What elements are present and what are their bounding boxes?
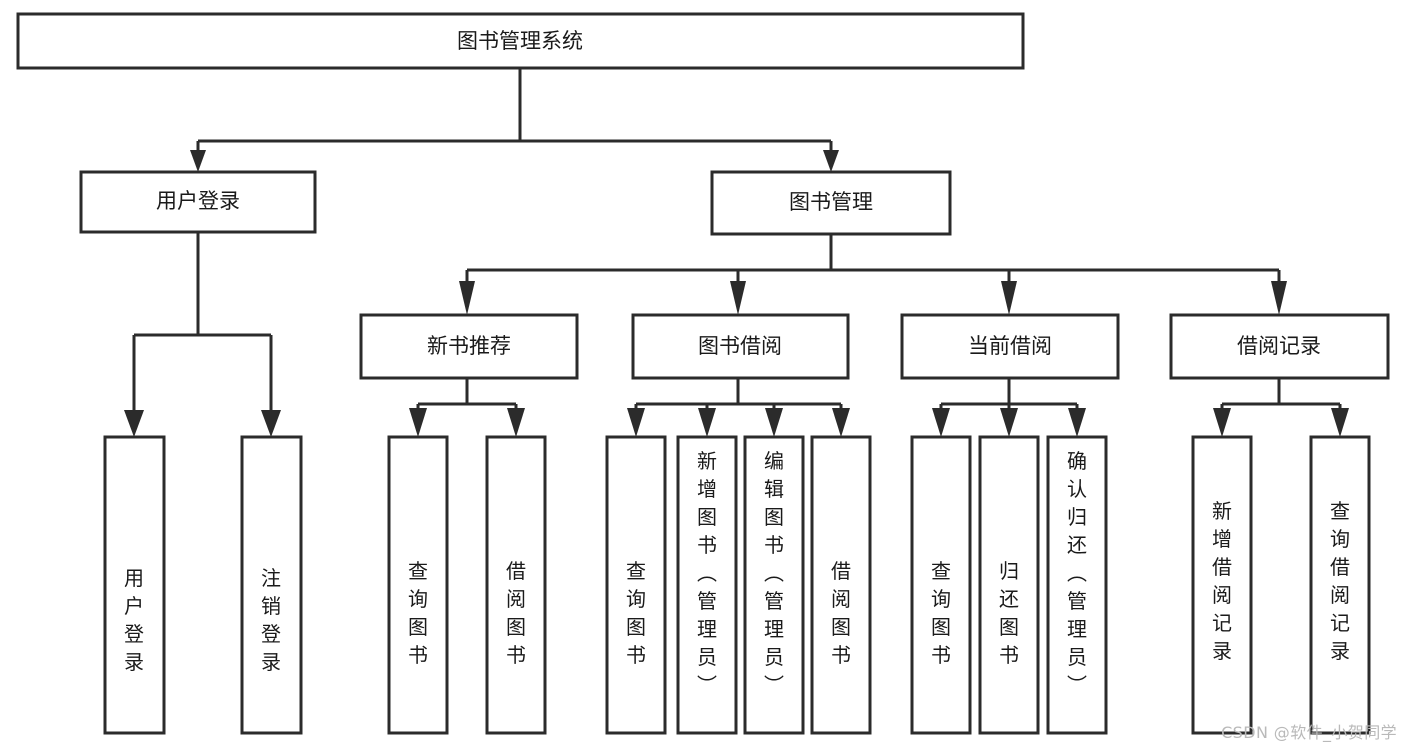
leaf-currentborrow-query-box[interactable] <box>910 435 972 735</box>
node-new-book-recommend-label: 新书推荐 <box>427 334 511 358</box>
arrow-head-book-borrow <box>730 281 746 315</box>
leaf-node[interactable]: 查询图书 <box>910 435 972 735</box>
arrow-head-leaf-user-login <box>124 410 144 437</box>
leaf-bookborrow-edit-box[interactable] <box>743 435 805 735</box>
leaf-borrowrecord-add-label: 新增借阅记录 <box>1212 499 1232 663</box>
arrow-head-borrow-record <box>1271 281 1287 315</box>
leaf-node[interactable]: 用户登录 <box>103 435 166 735</box>
leaf-bookborrow-borrow-label: 借阅图书 <box>831 559 851 667</box>
leaf-node[interactable]: 新增借阅记录 <box>1191 435 1253 735</box>
leaf-bookborrow-add-box[interactable] <box>676 435 738 735</box>
node-borrow-record[interactable]: 借阅记录 <box>1169 313 1390 380</box>
leaf-logout-label: 注销登录 <box>261 566 281 674</box>
leaf-borrowrecord-add-box[interactable] <box>1191 435 1253 735</box>
node-book-management[interactable]: 图书管理 <box>710 170 952 236</box>
arrow-head-borrowrecord-leaf-2 <box>1331 408 1349 437</box>
node-root-system[interactable]: 图书管理系统 <box>16 12 1025 70</box>
leaf-bookborrow-edit-label: 编辑图书︵管理员︶ <box>764 449 784 697</box>
arrow-head-newbook-leaf-2 <box>507 408 525 437</box>
leaf-bookborrow-borrow-box[interactable] <box>810 435 872 735</box>
leaf-node[interactable]: 注销登录 <box>240 435 303 735</box>
arrow-head-bookborrow-leaf-4 <box>832 408 850 437</box>
node-current-borrow[interactable]: 当前借阅 <box>900 313 1120 380</box>
arrow-head-book-mgmt <box>823 150 839 172</box>
arrow-head-new-book <box>459 281 475 315</box>
node-book-borrow[interactable]: 图书借阅 <box>631 313 850 380</box>
leaf-currentborrow-return-label: 归还图书 <box>999 559 1019 667</box>
node-user-login[interactable]: 用户登录 <box>79 170 317 234</box>
leaf-currentborrow-confirm-label: 确认归还︵管理员︶ <box>1067 449 1087 697</box>
leaf-borrowrecord-query-box[interactable] <box>1309 435 1371 735</box>
node-current-borrow-box[interactable] <box>900 313 1120 380</box>
leaf-node[interactable]: 新增图书︵管理员︶ <box>676 435 738 735</box>
node-user-login-label: 用户登录 <box>156 189 240 213</box>
arrow-head-leaf-logout <box>261 410 281 437</box>
leaf-node[interactable]: 查询借阅记录 <box>1309 435 1371 735</box>
leaf-newbook-query-label: 查询图书 <box>408 559 428 667</box>
leaf-user-login-box[interactable] <box>103 435 166 735</box>
leaf-bookborrow-query-label: 查询图书 <box>626 559 646 667</box>
leaf-node[interactable]: 归还图书 <box>978 435 1040 735</box>
leaf-node[interactable]: 查询图书 <box>387 435 449 735</box>
leaf-currentborrow-confirm-box[interactable] <box>1046 435 1108 735</box>
arrow-head-bookborrow-leaf-3 <box>765 408 783 437</box>
node-borrow-record-box[interactable] <box>1169 313 1390 380</box>
arrow-head-bookborrow-leaf-1 <box>627 408 645 437</box>
node-root-system-box[interactable] <box>16 12 1025 70</box>
leaf-node[interactable]: 查询图书 <box>605 435 667 735</box>
node-current-borrow-label: 当前借阅 <box>968 334 1052 358</box>
leaf-currentborrow-query-label: 查询图书 <box>931 559 951 667</box>
arrow-head-user-login <box>190 150 206 172</box>
node-borrow-record-label: 借阅记录 <box>1237 334 1321 358</box>
arrow-head-currentborrow-leaf-1 <box>932 408 950 437</box>
leaf-bookborrow-query-box[interactable] <box>605 435 667 735</box>
leaf-bookborrow-add-label: 新增图书︵管理员︶ <box>697 449 717 697</box>
leaf-node[interactable]: 编辑图书︵管理员︶ <box>743 435 805 735</box>
leaf-newbook-borrow-label: 借阅图书 <box>506 559 526 667</box>
leaf-logout-box[interactable] <box>240 435 303 735</box>
leaf-node[interactable]: 借阅图书 <box>485 435 547 735</box>
node-book-management-box[interactable] <box>710 170 952 236</box>
leaf-node[interactable]: 借阅图书 <box>810 435 872 735</box>
leaf-node[interactable]: 确认归还︵管理员︶ <box>1046 435 1108 735</box>
leaf-newbook-borrow-box[interactable] <box>485 435 547 735</box>
arrow-head-currentborrow-leaf-3 <box>1068 408 1086 437</box>
arrow-head-borrowrecord-leaf-1 <box>1213 408 1231 437</box>
node-user-login-box[interactable] <box>79 170 317 234</box>
node-new-book-recommend-box[interactable] <box>359 313 579 380</box>
arrow-head-current-borrow <box>1001 281 1017 315</box>
node-root-system-label: 图书管理系统 <box>457 29 583 53</box>
leaf-newbook-query-box[interactable] <box>387 435 449 735</box>
node-new-book-recommend[interactable]: 新书推荐 <box>359 313 579 380</box>
arrow-head-newbook-leaf-1 <box>409 408 427 437</box>
leaf-borrowrecord-query-label: 查询借阅记录 <box>1330 499 1350 663</box>
node-book-borrow-box[interactable] <box>631 313 850 380</box>
leaf-currentborrow-return-box[interactable] <box>978 435 1040 735</box>
leaf-user-login-label: 用户登录 <box>124 566 144 674</box>
arrow-head-currentborrow-leaf-2 <box>1000 408 1018 437</box>
node-book-borrow-label: 图书借阅 <box>698 334 782 358</box>
arrow-head-bookborrow-leaf-2 <box>698 408 716 437</box>
csdn-watermark: CSDN @软件_小贺同学 <box>1221 723 1397 742</box>
node-book-management-label: 图书管理 <box>789 190 873 214</box>
connector-layer <box>124 68 1349 437</box>
